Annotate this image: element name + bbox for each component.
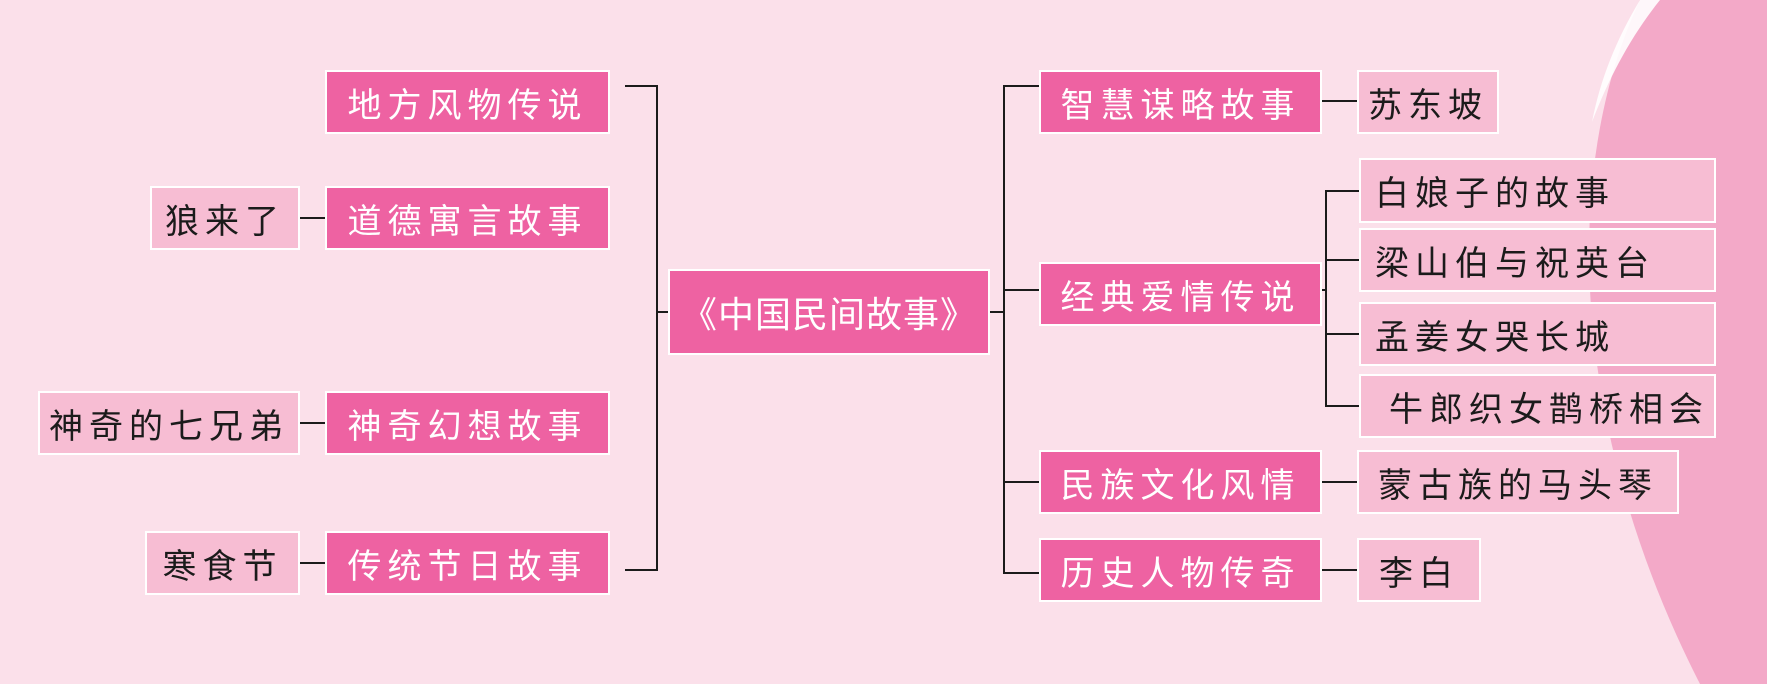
right-bracket bbox=[1003, 85, 1039, 574]
love-legends-bracket bbox=[1325, 190, 1359, 407]
example-horse-head-fiddle: 蒙古族的马头琴 bbox=[1357, 450, 1679, 514]
branch-wisdom-stories: 智慧谋略故事 bbox=[1039, 70, 1322, 134]
branch-historical-figures: 历史人物传奇 bbox=[1039, 538, 1322, 602]
branch-moral-fables: 道德寓言故事 bbox=[325, 186, 610, 250]
example-cowherd-weaver: 牛郎织女鹊桥相会 bbox=[1359, 374, 1716, 438]
center-topic: 《中国民间故事》 bbox=[668, 269, 990, 355]
example-su-dongpo: 苏东坡 bbox=[1357, 70, 1499, 134]
example-li-bai: 李白 bbox=[1357, 538, 1481, 602]
example-wolf-is-coming: 狼来了 bbox=[150, 186, 300, 250]
branch-fantasy-stories: 神奇幻想故事 bbox=[325, 391, 610, 455]
branch-love-legends: 经典爱情传说 bbox=[1039, 262, 1322, 326]
left-bracket bbox=[625, 85, 658, 571]
example-lady-white-snake: 白娘子的故事 bbox=[1359, 158, 1716, 223]
branch-ethnic-culture: 民族文化风情 bbox=[1039, 450, 1322, 514]
branch-festival-stories: 传统节日故事 bbox=[325, 531, 610, 595]
example-butterfly-lovers: 梁山伯与祝英台 bbox=[1359, 228, 1716, 292]
branch-local-legends: 地方风物传说 bbox=[325, 70, 610, 134]
example-meng-jiangnu: 孟姜女哭长城 bbox=[1359, 302, 1716, 366]
example-cold-food-festival: 寒食节 bbox=[145, 531, 300, 595]
example-seven-brothers: 神奇的七兄弟 bbox=[38, 391, 300, 455]
